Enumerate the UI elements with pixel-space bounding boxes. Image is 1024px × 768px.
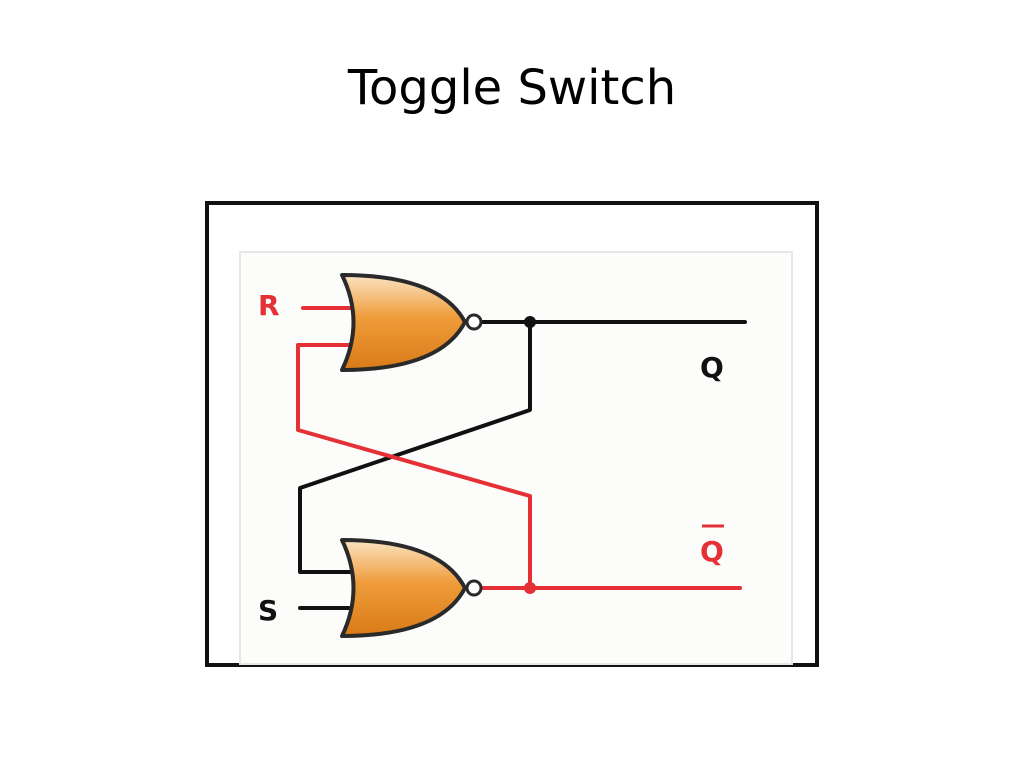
wire-q-feedback [298, 320, 532, 574]
wire-qbar-feedback [296, 343, 532, 590]
label-r: R [258, 289, 280, 322]
nor-gate-lower-bubble [465, 579, 483, 597]
label-q-bar: Q [700, 535, 724, 568]
slide-title: Toggle Switch [347, 60, 677, 116]
junction-q [524, 316, 536, 328]
nor-gate-upper [340, 273, 483, 372]
nor-gate-upper-bubble [465, 313, 483, 331]
nor-gate-upper-body [340, 273, 467, 372]
label-s: S [258, 594, 278, 627]
label-q: Q [700, 351, 724, 384]
nor-gate-lower [340, 538, 483, 638]
nor-gate-lower-body [340, 538, 467, 638]
junction-qbar [524, 582, 536, 594]
